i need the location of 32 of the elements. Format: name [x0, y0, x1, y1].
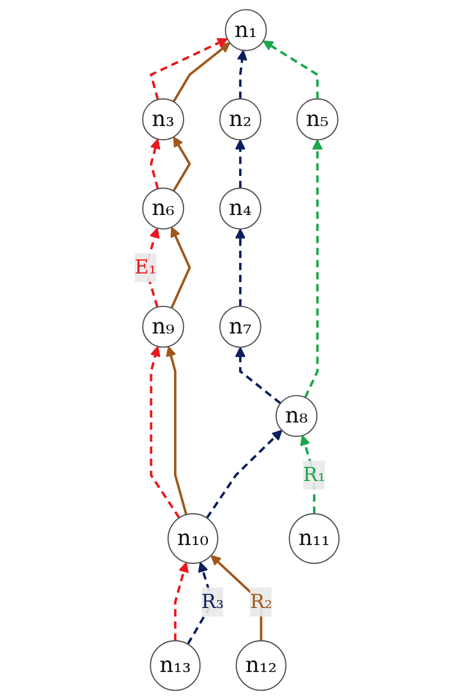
arrow: [262, 40, 319, 99]
node-circle: n₇: [219, 306, 262, 348]
node-circle: n₈: [276, 394, 318, 438]
arrow: [235, 139, 246, 188]
arrow: [237, 50, 248, 99]
edge-label: R₃: [202, 590, 224, 613]
arrow: [304, 139, 323, 398]
node-circle: n₆: [142, 188, 184, 230]
edge-label: R₁: [303, 463, 326, 486]
arrow: [150, 38, 228, 100]
node-circle: n₁₀: [168, 513, 218, 564]
arrow: [150, 346, 180, 519]
arrow: [172, 136, 192, 192]
arrow: [170, 226, 192, 309]
node-circle: n₁₁: [288, 513, 340, 564]
arrow: [166, 346, 188, 515]
arrow: [150, 138, 161, 190]
edge-label: E₁: [134, 256, 157, 279]
node-circle: n₁₂: [236, 640, 287, 691]
arrow: [235, 228, 246, 306]
node-circle: n₂: [219, 98, 262, 140]
arrow: [235, 346, 282, 404]
node-circle: n₉: [142, 306, 184, 348]
node-circle: n₁: [225, 9, 268, 52]
node-circle: n₄: [219, 188, 262, 230]
arrow: [206, 430, 283, 519]
node-circle: n₃: [142, 98, 184, 140]
arrow: [172, 42, 231, 102]
node-circle: n₅: [296, 98, 339, 140]
node-circle: n₁₃: [150, 640, 201, 691]
arrow: [174, 562, 189, 641]
edge-label: R₂: [250, 590, 272, 613]
